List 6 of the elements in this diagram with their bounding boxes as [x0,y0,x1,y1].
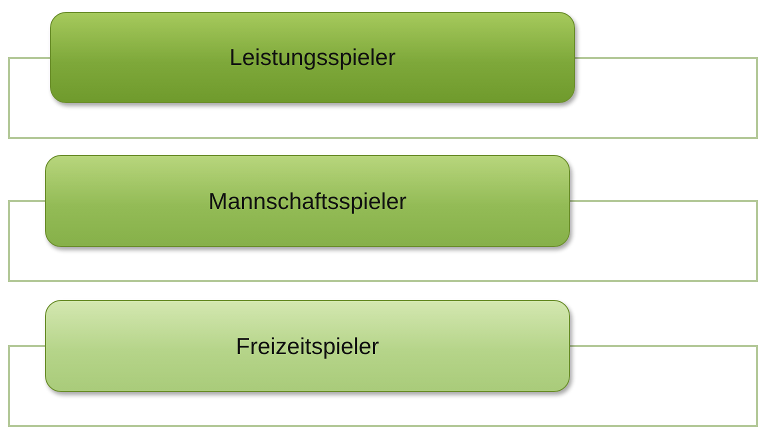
category-box [45,155,570,247]
category-box [50,12,575,103]
category-label: Leistungsspieler [229,44,396,71]
category-label: Mannschaftsspieler [208,188,407,214]
category-label: Freizeitspieler [236,332,380,360]
category-box [45,300,570,392]
